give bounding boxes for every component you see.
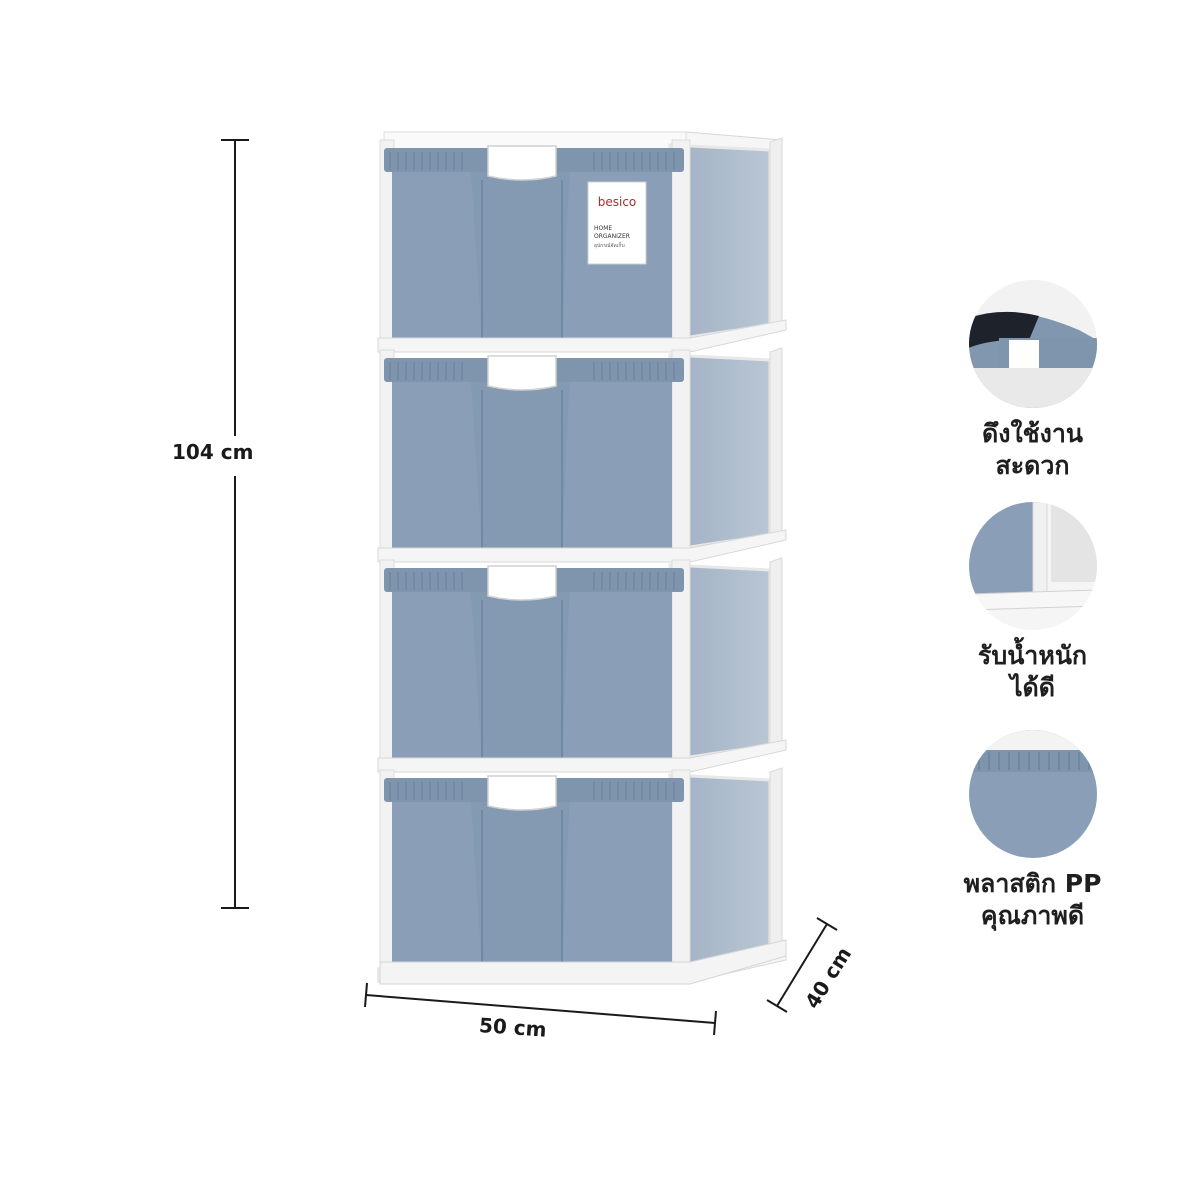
feature-pp-plastic: พลาสติก PP คุณภาพดี bbox=[945, 730, 1120, 932]
height-dimension-line bbox=[221, 139, 249, 909]
brand-label-line1: HOME bbox=[594, 225, 612, 232]
feature-pp-plastic-line1: พลาสติก PP bbox=[963, 869, 1102, 898]
brand-label-line3: อุปกรณ์จัดเก็บ bbox=[594, 241, 625, 249]
pp-plastic-closeup-icon bbox=[968, 730, 1097, 858]
brand-label-logo: besico bbox=[598, 195, 637, 209]
feature-easy-pull-line1: ดึงใช้งาน bbox=[982, 419, 1083, 448]
feature-easy-pull-line2: สะดวก bbox=[995, 451, 1070, 480]
height-label: 104 cm bbox=[172, 440, 254, 464]
weight-bearing-frame-closeup-icon bbox=[968, 502, 1097, 630]
drawer-2 bbox=[376, 346, 788, 564]
feature-pp-plastic-line2: คุณภาพดี bbox=[980, 901, 1085, 930]
easy-pull-drawer-closeup-icon bbox=[968, 280, 1097, 408]
drawer-4 bbox=[376, 766, 788, 984]
drawer-cabinet: besico HOME ORGANIZER อุปกรณ์จัดเก็บ bbox=[376, 131, 788, 985]
brand-label-line2: ORGANIZER bbox=[594, 233, 630, 240]
feature-weight-bearing-line1: รับน้ำหนัก bbox=[977, 641, 1088, 670]
brand-label: besico HOME ORGANIZER อุปกรณ์จัดเก็บ bbox=[587, 181, 647, 265]
width-dimension-line bbox=[364, 982, 717, 1035]
drawer-1 bbox=[376, 136, 788, 354]
feature-easy-pull: ดึงใช้งาน สะดวก bbox=[945, 280, 1120, 482]
feature-weight-bearing-line2: ได้ดี bbox=[1009, 673, 1056, 702]
drawer-3 bbox=[376, 556, 788, 774]
depth-dimension-line bbox=[766, 917, 838, 1013]
feature-weight-bearing: รับน้ำหนัก ได้ดี bbox=[945, 502, 1120, 704]
